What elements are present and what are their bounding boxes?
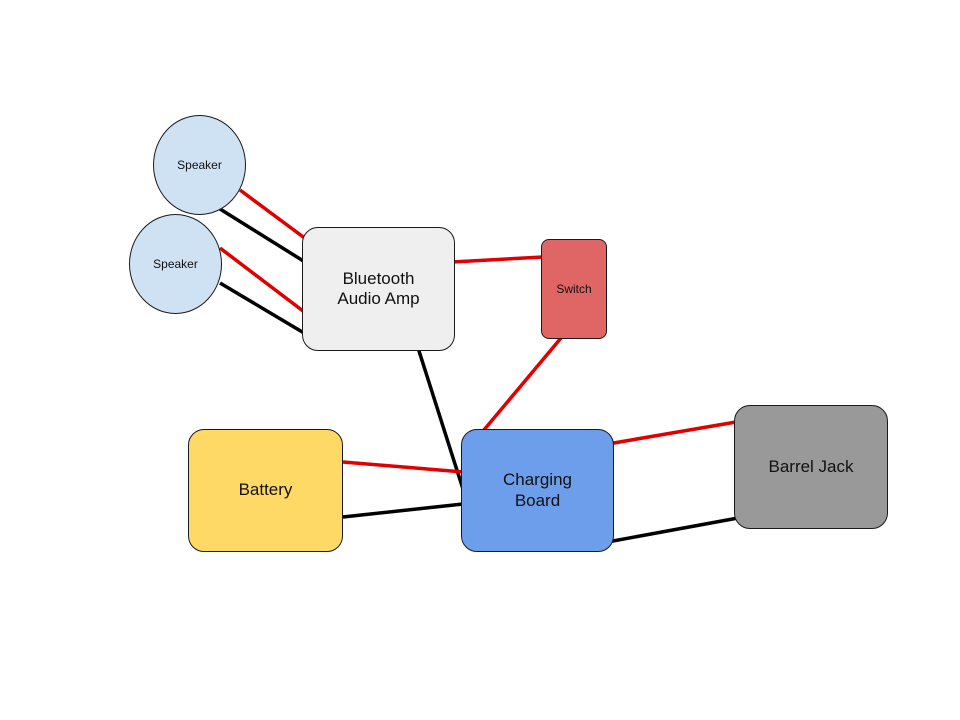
switch: Switch <box>541 239 607 339</box>
wire-speaker1-amp-positive <box>238 188 312 244</box>
barrel-jack: Barrel Jack <box>734 405 888 529</box>
speaker-1-label: Speaker <box>177 157 222 172</box>
charging-board-label: Charging Board <box>503 470 572 510</box>
bluetooth-audio-amp: Bluetooth Audio Amp <box>302 227 455 351</box>
battery: Battery <box>188 429 343 552</box>
wire-charging-barrel-negative <box>601 516 739 545</box>
wire-battery-charging-positive <box>342 460 464 474</box>
speaker-1: Speaker <box>153 115 246 215</box>
speaker-2-label: Speaker <box>153 256 198 271</box>
battery-label: Battery <box>238 480 293 500</box>
wire-speaker2-amp-negative <box>219 281 305 335</box>
speaker-2: Speaker <box>129 214 222 314</box>
charging-board: Charging Board <box>461 429 614 552</box>
switch-label: Switch <box>556 281 592 296</box>
amp-label: Bluetooth Audio Amp <box>337 268 420 308</box>
wire-battery-charging-negative <box>342 502 464 519</box>
wire-charging-barrel-positive <box>601 420 737 447</box>
wire-speaker2-amp-positive <box>218 246 309 316</box>
wire-speaker1-amp-negative <box>219 207 306 264</box>
barrel-jack-label: Barrel Jack <box>768 456 854 476</box>
